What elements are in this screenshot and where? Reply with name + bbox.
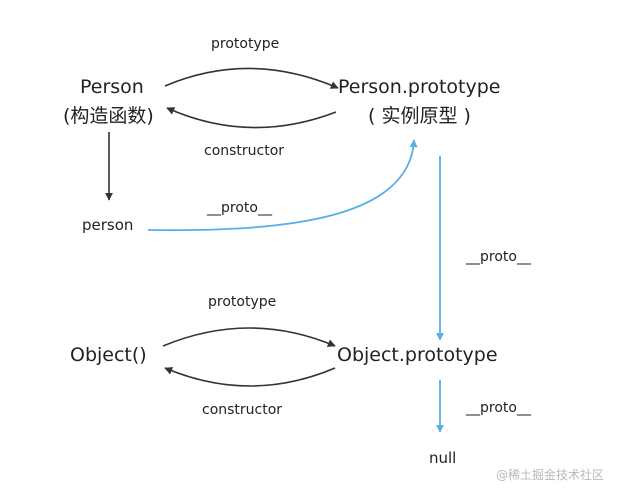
node-object-prototype: Object.prototype xyxy=(337,344,498,366)
edge-label-proto-object-prototype: __proto__ xyxy=(466,400,531,416)
edge-label-constructor-bottom: constructor xyxy=(202,402,283,418)
node-null: null xyxy=(429,449,457,467)
edge-label-proto-person-prototype: __proto__ xyxy=(466,249,531,265)
arrow-constructor-bottom xyxy=(164,367,336,387)
node-object-constructor: Object() xyxy=(70,344,147,366)
edge-label-prototype-top: prototype xyxy=(211,36,280,52)
watermark: @稀土掘金技术社区 xyxy=(496,468,605,482)
edge-label-prototype-bottom: prototype xyxy=(208,294,277,310)
node-person-prototype-subtitle: ( 实例原型 ) xyxy=(368,105,471,127)
arrow-prototype-bottom xyxy=(162,327,336,347)
arrow-proto-person xyxy=(147,139,418,232)
node-person-instance: person xyxy=(82,216,134,234)
node-person-constructor: Person xyxy=(80,76,144,98)
node-person-prototype: Person.prototype xyxy=(338,76,501,98)
arrow-prototype-top xyxy=(164,67,339,89)
arrow-constructor-top xyxy=(166,107,337,129)
edge-label-constructor-top: constructor xyxy=(204,143,285,159)
edge-label-proto-person: __proto__ xyxy=(207,200,272,216)
node-person-constructor-subtitle: (构造函数) xyxy=(63,105,154,127)
